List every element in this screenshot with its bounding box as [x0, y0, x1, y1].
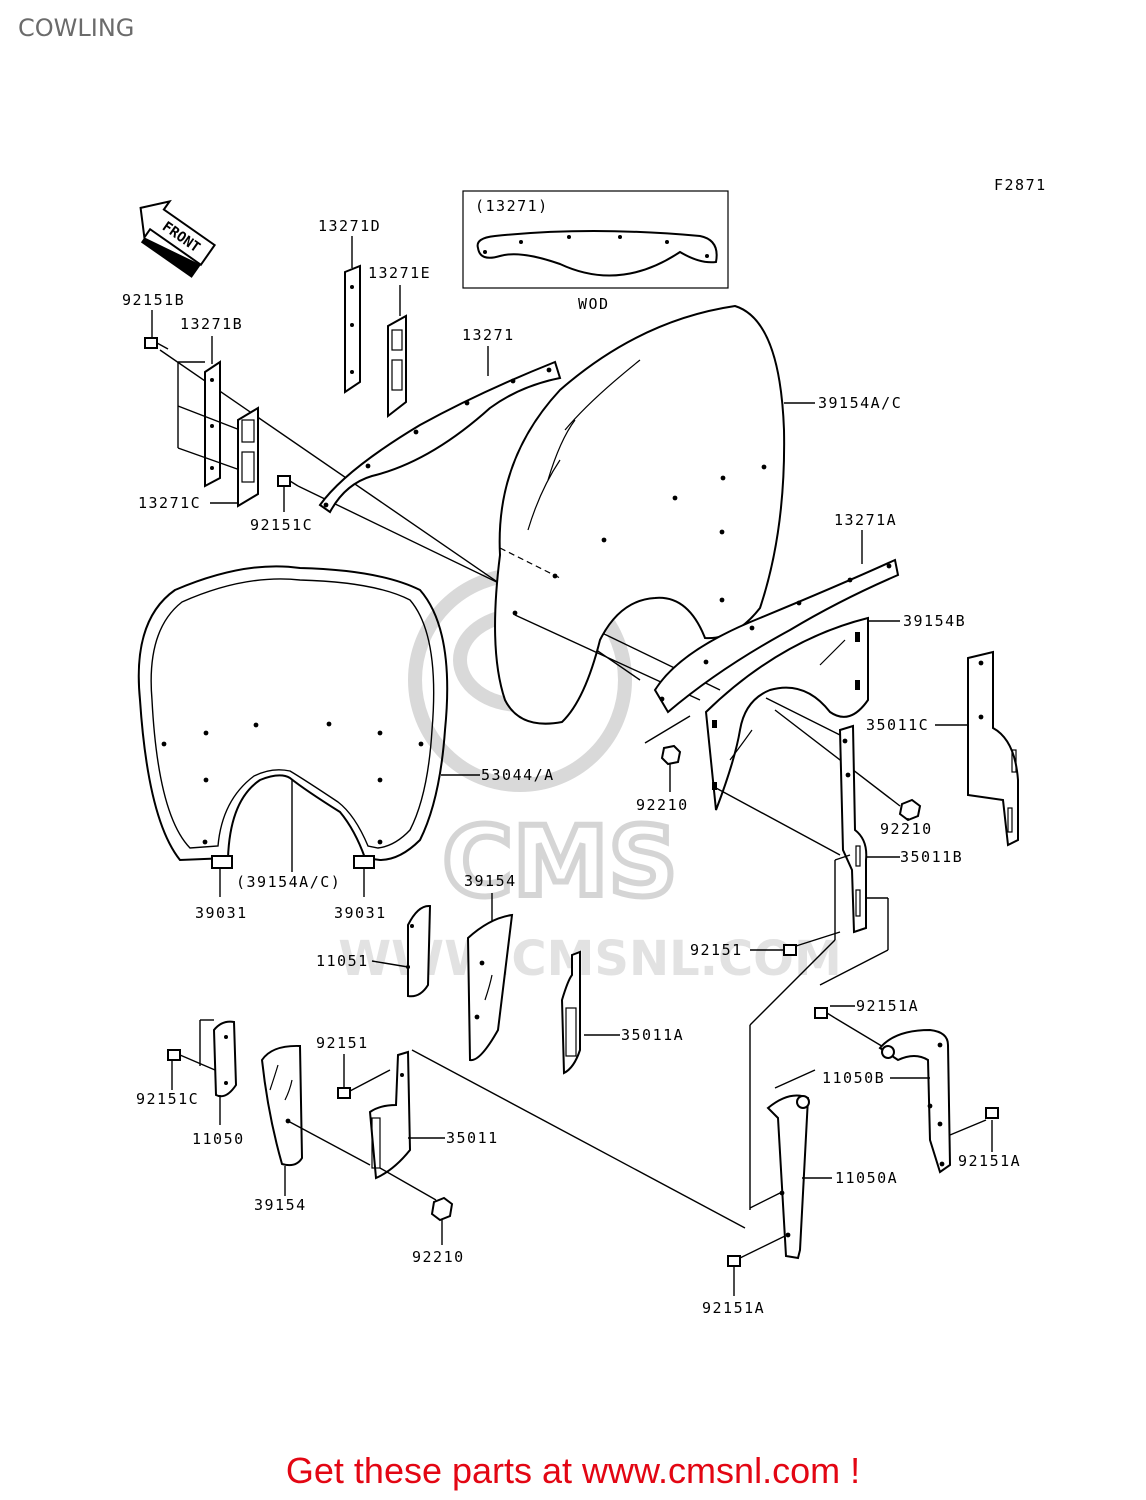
- nut-92210-mid: [644, 715, 691, 792]
- label-92151A-right: 92151A: [958, 1152, 1021, 1170]
- label-92151A-top: 92151A: [856, 997, 919, 1015]
- label-13271C: 13271C: [138, 494, 201, 512]
- bracket-11050B: [878, 1028, 952, 1174]
- nut-92210-bottom: [379, 1167, 454, 1245]
- bolt-92151C-lower: [167, 1049, 216, 1090]
- label-39154AC: 39154A/C: [818, 394, 902, 412]
- cowling-parts-diagram: CMS WWW.CMSNL.COM F2871 FRONT (13271) WO…: [122, 176, 1047, 1317]
- side-panel-39154-bottom: [260, 1044, 371, 1196]
- label-13271A: 13271A: [834, 511, 897, 529]
- side-panel-39154-mid: [466, 893, 514, 1062]
- label-92151C-upper: 92151C: [250, 516, 313, 534]
- shield-39154B: [704, 616, 900, 811]
- label-92210-right: 92210: [880, 820, 933, 838]
- bracket-35011C: [935, 650, 1019, 847]
- band-13271A: [653, 530, 900, 714]
- strip-11051: [371, 904, 432, 998]
- footer-promo: Get these parts at www.cmsnl.com !: [285, 1450, 861, 1491]
- label-39154-bottom: 39154: [254, 1196, 307, 1214]
- label-35011: 35011: [446, 1129, 499, 1147]
- label-92151-left: 92151: [316, 1034, 369, 1052]
- label-13271: 13271: [462, 326, 515, 344]
- figure-code: F2871: [994, 176, 1047, 194]
- label-53044A: 53044/A: [481, 766, 555, 784]
- label-13271B: 13271B: [180, 315, 243, 333]
- label-11050A: 11050A: [835, 1169, 898, 1187]
- label-92210-bottom: 92210: [412, 1248, 465, 1266]
- bolt-92151-right: [750, 931, 841, 956]
- bolt-92151A-top: [814, 1005, 886, 1049]
- page-title: COWLING: [18, 14, 135, 42]
- watermark-brand: CMS: [442, 806, 677, 918]
- label-11051: 11051: [316, 952, 369, 970]
- label-11050B: 11050B: [822, 1069, 885, 1087]
- label-92210-mid: 92210: [636, 796, 689, 814]
- inset-caption: WOD: [578, 295, 610, 313]
- label-39154AC-paren: (39154A/C): [236, 873, 341, 891]
- label-39031-right: 39031: [334, 904, 387, 922]
- label-39154B: 39154B: [903, 612, 966, 630]
- inset-13271: (13271) WOD: [462, 190, 729, 313]
- label-39031-left: 39031: [195, 904, 248, 922]
- plate-13271E: [387, 285, 407, 419]
- label-92151-right: 92151: [690, 941, 743, 959]
- label-92151B: 92151B: [122, 291, 185, 309]
- label-92151C-lower: 92151C: [136, 1090, 199, 1108]
- bolt-92151A-right: [949, 1107, 999, 1152]
- bolt-92151-left: [337, 1054, 391, 1099]
- label-13271E: 13271E: [368, 264, 431, 282]
- label-92151A-bottom: 92151A: [702, 1299, 765, 1317]
- plate-13271D: [344, 236, 361, 394]
- bracket-35011A: [560, 950, 620, 1075]
- inset-label: (13271): [475, 197, 549, 215]
- label-11050: 11050: [192, 1130, 245, 1148]
- plate-13271C: [210, 406, 259, 508]
- label-35011B: 35011B: [900, 848, 963, 866]
- bracket-35011B: [834, 724, 900, 940]
- label-35011C: 35011C: [866, 716, 929, 734]
- bracket-11050A: [749, 1069, 832, 1260]
- bracket-13271B: [177, 336, 241, 488]
- label-35011A: 35011A: [621, 1026, 684, 1044]
- label-13271D: 13271D: [318, 217, 381, 235]
- front-arrow-icon: FRONT: [139, 199, 217, 278]
- nut-92210-right: [774, 709, 922, 822]
- bracket-35011: [368, 1049, 746, 1229]
- strip-11050: [199, 1019, 238, 1125]
- label-39154-mid: 39154: [464, 872, 517, 890]
- visor-frame-53044A: [137, 565, 480, 897]
- band-13271: [318, 346, 562, 514]
- bolt-92151A-bottom: [727, 1235, 786, 1296]
